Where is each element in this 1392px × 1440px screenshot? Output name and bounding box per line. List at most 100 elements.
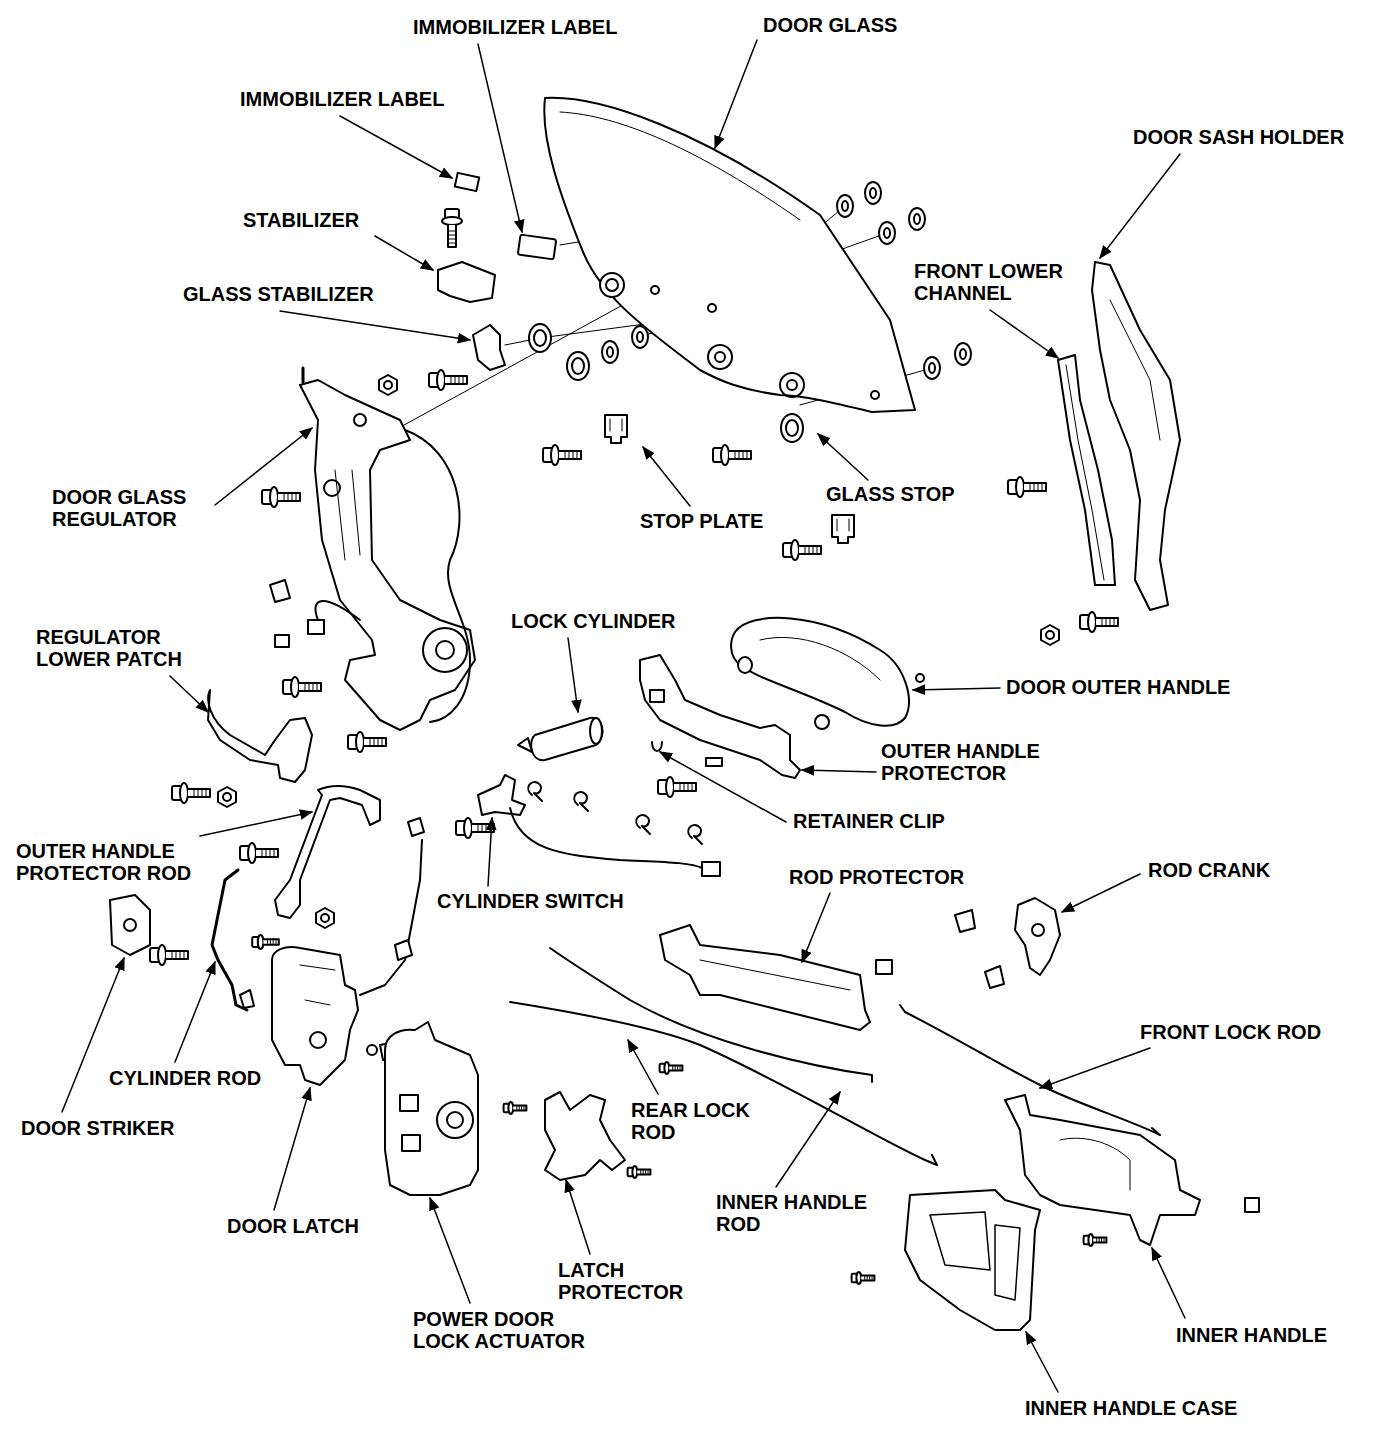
regulator-lower-patch [208,690,312,782]
front-lower-channel [1058,355,1115,585]
door-outer-handle [738,657,752,673]
power-door-lock-actuator [447,1112,463,1128]
inner-handle-case [995,1225,1020,1300]
door-glass-regulator [405,430,470,722]
nut [379,375,397,395]
power-door-lock-actuator [385,1022,478,1195]
cylinder-switch [688,825,702,844]
lock-cylinder [531,718,602,760]
part-label: DOOR STRIKER [19,1117,176,1139]
bolt [1084,1234,1107,1246]
leader-arrow [340,116,452,178]
inner-handle-case [905,1190,1040,1330]
leader-arrow [628,1040,658,1094]
door-glass [787,380,797,390]
part-label: DOOR LATCH [225,1215,361,1237]
part-label: REAR LOCK ROD [629,1099,773,1143]
door-outer-handle [760,637,880,680]
leader-arrow [913,688,1000,690]
leader-arrow [802,770,876,772]
nut [218,375,1059,928]
door-glass [871,391,879,399]
washer [567,352,589,380]
front-lower-channel [1058,355,1115,585]
leader-arrow [175,962,215,1062]
rod-crank [1015,898,1060,975]
bolt [1008,477,1046,497]
washer [865,182,881,204]
lock-cylinder [531,718,602,760]
part-label: GLASS STOP [824,483,957,505]
cylinder-switch [478,738,720,876]
cylinder-switch [478,775,525,815]
lock-cylinder [590,718,602,744]
assembly-guide-line [395,290,650,430]
door-glass [708,304,716,312]
door-latch [360,840,422,995]
door-striker [110,895,150,955]
door-outer-handle [916,674,924,682]
bolt [852,1272,875,1284]
door-outer-handle [731,618,924,726]
rod-protector [660,925,892,1030]
leader-arrow [62,40,1185,1392]
washer [602,341,618,363]
washer [924,357,940,379]
door-latch [408,818,424,836]
nut [218,787,236,807]
door-glass-regulator [300,380,475,730]
cylinder-switch [518,738,532,752]
door-glass [606,279,618,291]
leader-arrow [1026,1332,1058,1392]
leader-arrow [802,893,830,962]
regulator-lower-patch [208,690,312,782]
bolt [1080,612,1118,632]
part-label: LATCH PROTECTOR [556,1259,710,1303]
cylinder-switch [702,862,720,876]
leader-arrow [274,1088,310,1210]
bolt [240,843,278,863]
part-label: CYLINDER SWITCH [435,890,626,912]
cylinder-rod [240,990,254,1008]
door-glass [544,98,915,412]
stop-plate [832,515,854,543]
door-striker [124,919,136,931]
cylinder-switch [636,815,650,834]
latch-protector [545,1092,625,1180]
door-glass-regulator [315,601,360,620]
door-glass [600,273,624,297]
rod-protector [700,960,850,990]
bolt [504,1102,527,1114]
bolt [628,1166,651,1178]
rod-crank [955,898,1060,988]
washer [529,324,551,352]
door-sash-holder [1092,262,1180,610]
door-glass [544,98,915,412]
part-label: OUTER HANDLE PROTECTOR ROD [14,840,208,884]
washer [529,182,971,442]
door-glass [715,352,725,362]
washer [955,343,971,365]
leader-arrow [568,638,578,712]
part-label: RETAINER CLIP [791,810,947,832]
rod-crank [955,910,975,932]
cylinder-switch [528,782,542,801]
door-glass-regulator [354,414,366,426]
part-label: LOCK CYLINDER [509,610,677,632]
door-latch [310,1032,326,1048]
door-glass [708,345,732,369]
part-label: GLASS STABILIZER [181,283,376,305]
part-label: DOOR SASH HOLDER [1131,126,1346,148]
bolt [713,445,751,465]
leader-arrow [280,311,470,340]
door-glass-regulator [270,580,290,602]
bolt [172,783,210,803]
lock-rod [510,1002,937,1165]
stabilizer [438,262,495,302]
part-label: FRONT LOCK ROD [1138,1021,1323,1043]
leader-arrow [643,447,690,506]
door-glass [780,373,804,397]
part-label: INNER HANDLE CASE [1023,1397,1239,1419]
door-glass [651,286,659,294]
door-glass-regulator [423,628,467,672]
